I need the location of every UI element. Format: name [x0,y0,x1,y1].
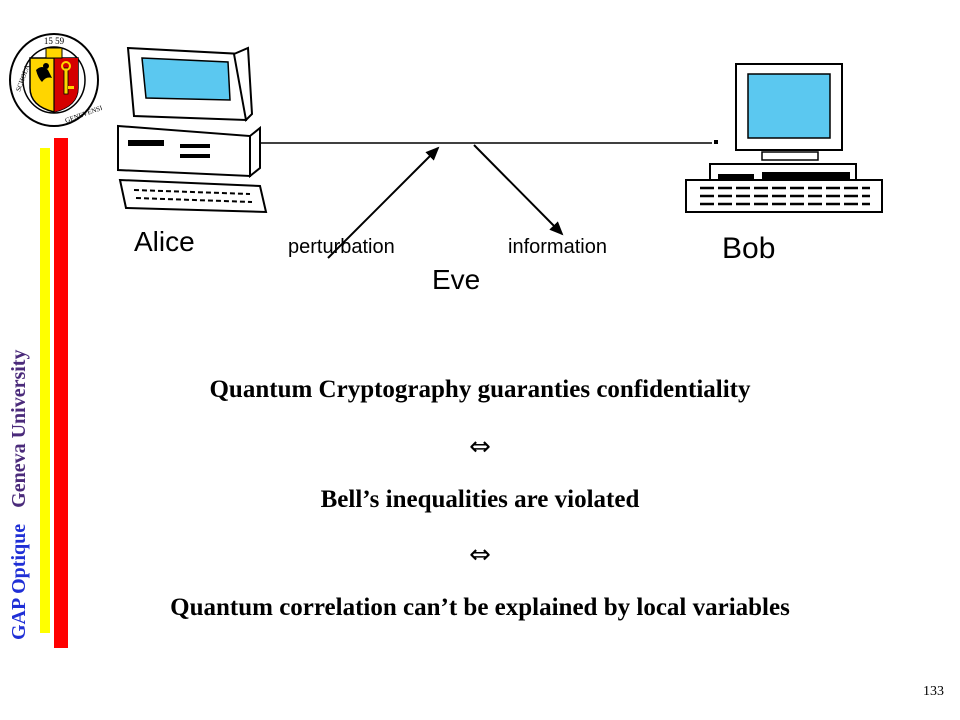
eve-label: Eve [432,264,481,295]
alice-computer-icon [117,46,268,214]
quantum-channel-diagram [117,46,883,259]
information-label: information [508,236,607,258]
page-number: 133 [923,684,944,699]
alice-label: Alice [134,226,195,257]
equivalence-symbol-2: ⇔ [469,540,491,570]
equivalence-symbol-1: ⇔ [469,432,491,462]
perturbation-label: perturbation [288,236,395,258]
information-arrow [473,144,564,236]
statement-bell-inequalities: Bell’s inequalities are violated [320,486,640,513]
perturbation-arrow [327,146,440,259]
university-seal-logo: 15 59 SCHOLA GENEVENSIS [9,33,102,127]
bob-label: Bob [722,232,776,265]
statement-confidentiality: Quantum Cryptography guaranties confiden… [209,376,751,403]
university-name: Geneva University [8,349,30,508]
bob-computer-icon [685,63,883,213]
yellow-sidebar-bar [40,148,50,633]
red-sidebar-bar [54,138,68,648]
svg-text:15 59: 15 59 [44,36,65,46]
statement-local-variables: Quantum correlation can’t be explained b… [170,594,790,621]
